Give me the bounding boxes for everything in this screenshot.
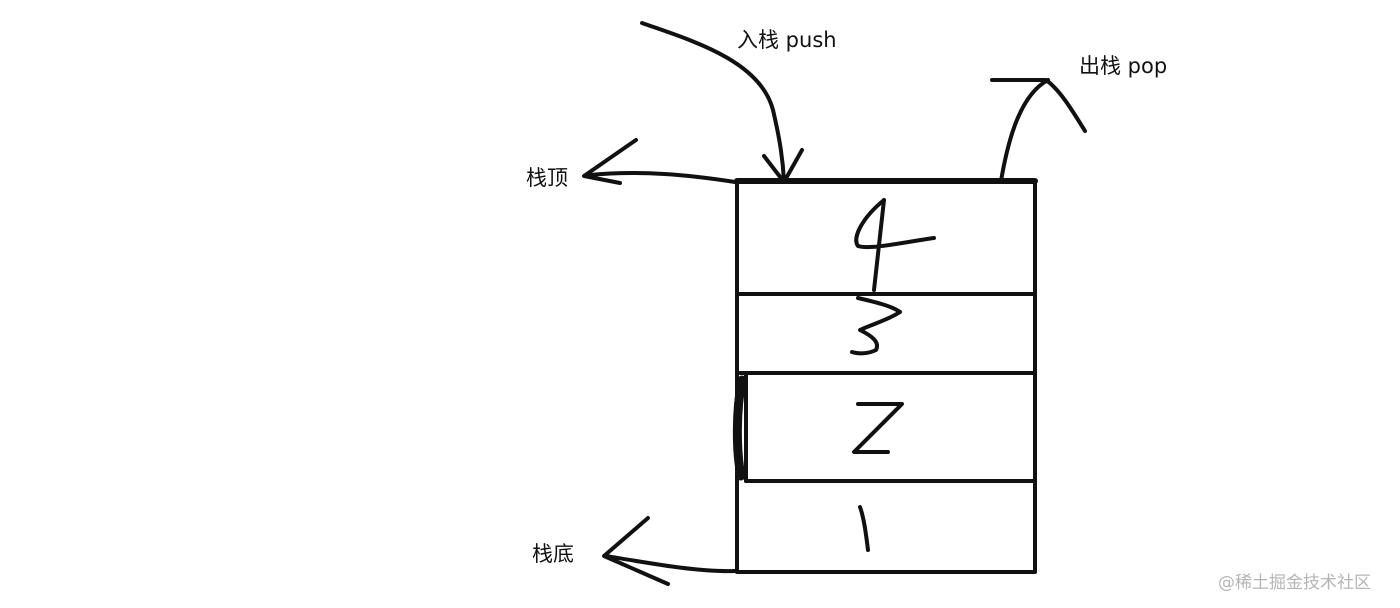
cell-2-thick-edge [732, 375, 747, 481]
push-label: 入栈 push [737, 28, 837, 52]
top-arrow [588, 170, 737, 184]
top-arrow-head [582, 138, 638, 185]
watermark: @稀土掘金技术社区 [1218, 573, 1371, 593]
stack-item-2 [852, 402, 904, 454]
stack-item-1 [858, 505, 870, 552]
bottom-arrow-head [602, 516, 670, 586]
stack-item-4 [854, 198, 936, 292]
stack-item-3 [850, 296, 902, 356]
stack-top-label: 栈顶 [526, 166, 568, 190]
stack-bottom-label: 栈底 [532, 542, 574, 566]
pop-arrow [999, 78, 1050, 183]
push-arrow-head [762, 148, 804, 184]
pop-arrow-head [990, 78, 1087, 133]
push-arrow [640, 21, 786, 184]
stack-box [735, 179, 1037, 574]
bottom-arrow [604, 554, 737, 574]
pop-label: 出栈 pop [1079, 54, 1168, 78]
